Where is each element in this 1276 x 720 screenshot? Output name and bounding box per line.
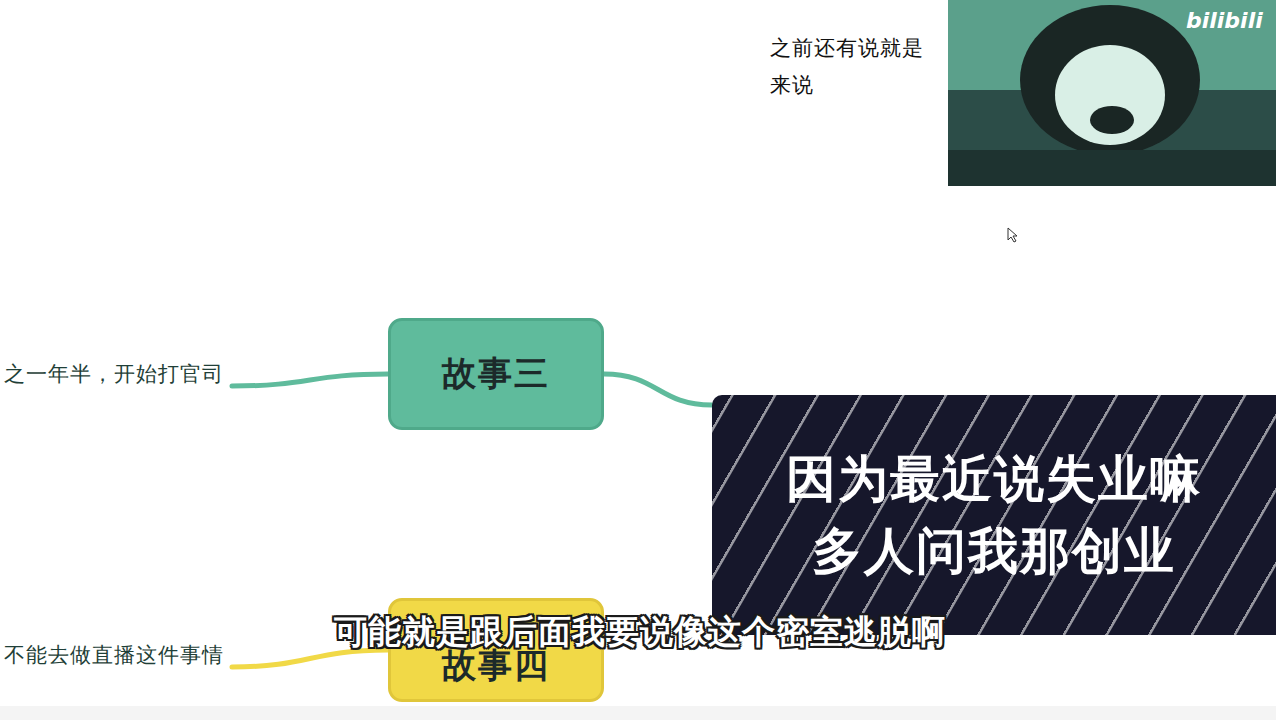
branch-connector bbox=[604, 374, 712, 405]
webcam-figure bbox=[1020, 5, 1200, 155]
webcam-nose bbox=[1090, 106, 1134, 134]
central-topic: 因为最近说失业嘛 多人问我那创业 bbox=[712, 395, 1276, 635]
status-bar bbox=[0, 706, 1276, 720]
subtitle: 可能就是跟后面我要说像这个密室逃脱啊 bbox=[334, 610, 946, 655]
note-text: 之前还有说就是 bbox=[770, 34, 924, 62]
mouse-cursor bbox=[1008, 228, 1017, 242]
webcam-ground bbox=[948, 150, 1276, 186]
story-box: 故事三 bbox=[388, 318, 604, 430]
branch-topic: 不能去做直播这件事情 bbox=[4, 637, 228, 673]
branch-connector bbox=[232, 374, 388, 386]
node-text: 因为最近说失业嘛 多人问我那创业 bbox=[736, 443, 1252, 588]
node-text: 不能去做直播这件事情 bbox=[4, 641, 224, 669]
branch-topic: 之一年半，开始打官司 bbox=[4, 356, 228, 392]
webcam-face bbox=[1055, 45, 1165, 145]
branch-connector bbox=[232, 650, 388, 667]
note-text: 来说 bbox=[770, 71, 814, 99]
node-text: 之一年半，开始打官司 bbox=[4, 360, 224, 388]
node-text: 故事三 bbox=[442, 351, 550, 397]
watermark: bilibili bbox=[1186, 8, 1263, 33]
webcam-frame bbox=[948, 0, 1276, 186]
